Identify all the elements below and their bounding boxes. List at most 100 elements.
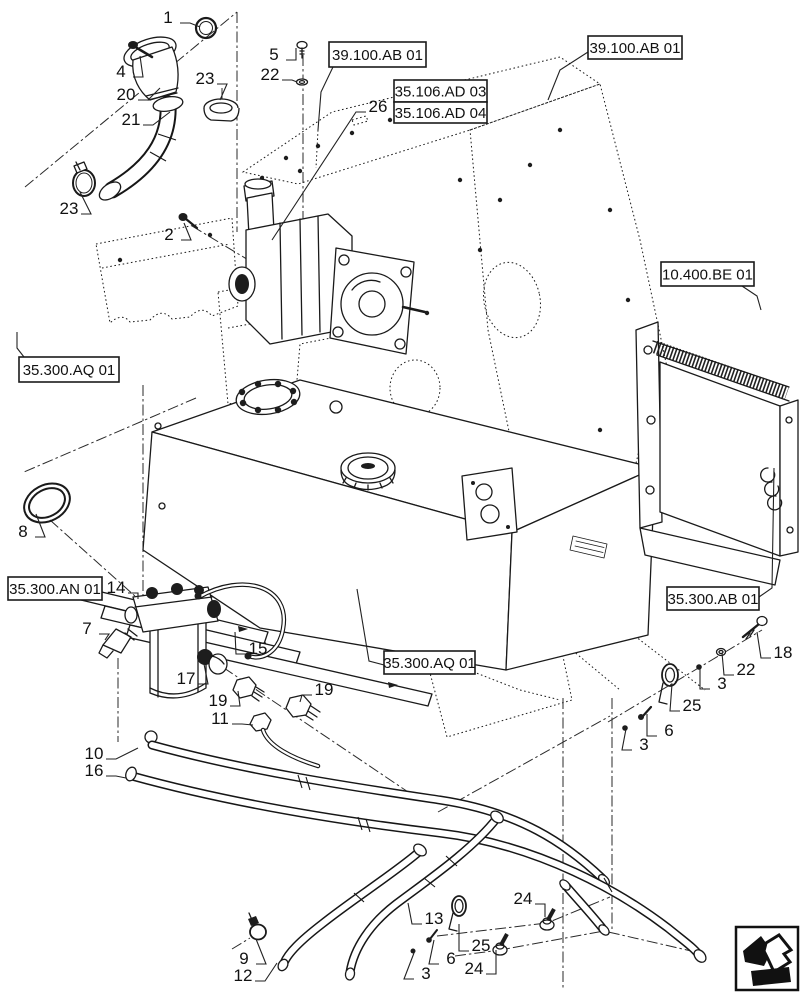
callout-6[interactable]: 6: [446, 949, 455, 968]
o-ring-drawing: [23, 482, 71, 524]
ref-box-leader-line: [16, 332, 25, 358]
callout-6[interactable]: 6: [664, 721, 673, 740]
ref-box-label[interactable]: 35.300.AQ 01: [23, 362, 116, 379]
leader-line: [255, 962, 278, 982]
leader-line: [535, 903, 546, 917]
hydraulic-pump-drawing: [228, 178, 430, 355]
leader-line: [255, 938, 267, 965]
fasteners-and-clamps-drawing: [248, 615, 768, 956]
callout-4[interactable]: 4: [116, 62, 125, 81]
leader-line: [407, 902, 422, 925]
ref-box[interactable]: [660, 261, 755, 287]
callout-22[interactable]: 22: [737, 660, 756, 679]
ref-box-label[interactable]: 35.106.AD 03: [395, 84, 487, 101]
leader-line: [646, 714, 657, 737]
leader-line: [198, 663, 209, 685]
ref-box-label[interactable]: 35.106.AD 04: [395, 105, 487, 122]
ref-box-leader-line: [317, 66, 334, 131]
leader-line: [106, 747, 139, 760]
callout-22[interactable]: 22: [261, 65, 280, 84]
callout-20[interactable]: 20: [117, 85, 136, 104]
leader-line: [180, 22, 201, 28]
radiator-cooler-drawing: [635, 321, 799, 586]
ref-box-leader-line: [356, 588, 385, 666]
leader-line: [756, 631, 771, 659]
leader-line: [230, 690, 241, 707]
ref-box[interactable]: [383, 650, 476, 675]
leader-line: [79, 191, 92, 215]
leader-line: [721, 652, 734, 676]
leader-line: [286, 48, 297, 61]
page-nav-logo[interactable]: [733, 924, 803, 996]
callout-23[interactable]: 23: [196, 69, 215, 88]
ref-box-label[interactable]: 35.300.AN 01: [9, 581, 101, 598]
ref-box[interactable]: [393, 101, 488, 124]
leader-line: [699, 668, 710, 690]
ref-box[interactable]: [666, 586, 760, 611]
ref-box[interactable]: [328, 41, 427, 68]
callout-24[interactable]: 24: [514, 889, 533, 908]
callout-3[interactable]: 3: [421, 964, 430, 983]
page-down-right-arrow-icon: [743, 933, 794, 986]
callout-9[interactable]: 9: [239, 949, 248, 968]
callout-17[interactable]: 17: [177, 669, 196, 688]
callout-26[interactable]: 26: [369, 97, 388, 116]
callout-19[interactable]: 19: [209, 691, 228, 710]
hydraulic-hoses-drawing: [125, 730, 707, 981]
callout-18[interactable]: 18: [774, 643, 793, 662]
leader-line: [669, 683, 680, 712]
leader-line: [35, 513, 46, 538]
callout-3[interactable]: 3: [717, 674, 726, 693]
leader-line: [282, 79, 298, 83]
callout-21[interactable]: 21: [122, 110, 141, 129]
callout-5[interactable]: 5: [269, 45, 278, 64]
callout-7[interactable]: 7: [82, 619, 91, 638]
leader-line: [217, 83, 228, 101]
ref-box-label[interactable]: 10.400.BE 01: [662, 267, 753, 284]
annotation-layer: 1420212323522226871415171919111016182232…: [7, 8, 793, 985]
ref-box-leader-line: [547, 51, 589, 101]
callout-14[interactable]: 14: [107, 578, 126, 597]
callout-2[interactable]: 2: [164, 225, 173, 244]
callout-13[interactable]: 13: [425, 909, 444, 928]
leader-line: [428, 939, 439, 965]
leader-line: [458, 924, 469, 952]
leader-line: [621, 728, 632, 751]
callout-23[interactable]: 23: [60, 199, 79, 218]
ref-box-leader-line: [758, 467, 775, 598]
callout-25[interactable]: 25: [683, 696, 702, 715]
ref-box[interactable]: [18, 356, 120, 383]
leader-line: [181, 222, 192, 241]
ref-box-label[interactable]: 35.300.AQ 01: [383, 655, 476, 672]
callout-15[interactable]: 15: [249, 639, 268, 658]
leader-line: [403, 952, 415, 980]
leader-line: [486, 950, 497, 975]
leader-line: [138, 87, 161, 101]
callout-16[interactable]: 16: [85, 761, 104, 780]
leader-line: [143, 111, 171, 126]
ref-box-label[interactable]: 39.100.AB 01: [332, 47, 423, 64]
callout-24[interactable]: 24: [465, 959, 484, 978]
leader-line: [299, 694, 312, 703]
callout-10[interactable]: 10: [85, 744, 104, 763]
ref-box-label[interactable]: 35.300.AB 01: [668, 591, 759, 608]
ref-box[interactable]: [7, 576, 103, 601]
ref-box[interactable]: [587, 35, 683, 60]
callout-19[interactable]: 19: [315, 680, 334, 699]
callout-11[interactable]: 11: [211, 709, 229, 728]
callout-8[interactable]: 8: [18, 522, 27, 541]
leader-line: [271, 111, 366, 241]
leader-line: [128, 592, 139, 599]
callout-3[interactable]: 3: [639, 735, 648, 754]
leader-line: [99, 633, 111, 641]
oil-filter-assembly-drawing: [98, 582, 321, 769]
ref-box-label[interactable]: 39.100.AB 01: [590, 40, 681, 57]
ref-box-leader-line: [741, 285, 762, 311]
callout-1[interactable]: 1: [163, 8, 172, 27]
leader-line: [232, 723, 254, 726]
leader-line: [133, 55, 144, 78]
callout-12[interactable]: 12: [234, 966, 253, 985]
callout-25[interactable]: 25: [472, 936, 491, 955]
